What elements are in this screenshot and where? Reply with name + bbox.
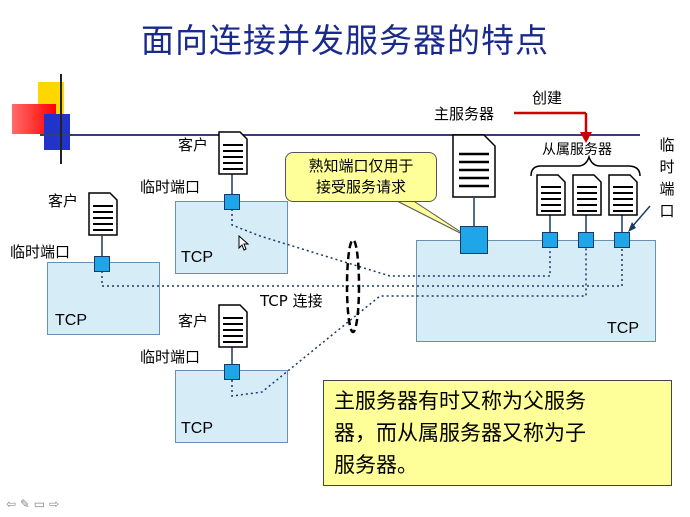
port-slave-1 xyxy=(542,232,558,248)
mouse-cursor-icon xyxy=(238,235,250,251)
create-label: 创建 xyxy=(532,89,563,107)
back-arrow-icon[interactable]: ⇦ xyxy=(6,497,17,511)
callout-line-2: 接受服务请求 xyxy=(315,178,406,196)
note-line-1: 主服务器有时又称为父服务 xyxy=(334,389,586,413)
title-underline xyxy=(40,134,640,136)
port-server-wellknown xyxy=(460,226,488,254)
slave-servers-label: 从属服务器 xyxy=(542,142,612,158)
document-icon xyxy=(572,174,602,216)
client-label-left: 客户 xyxy=(48,192,79,210)
page-title: 面向连接并发服务器的特点 xyxy=(141,21,549,60)
note-line-2: 器，而从属服务器又称为子 xyxy=(334,421,586,445)
client-label-top: 客户 xyxy=(178,136,209,154)
tcp-label-top: TCP xyxy=(181,249,213,266)
port-client-top xyxy=(224,194,240,210)
temp-port-label-vertical: 临 时 端 口 xyxy=(659,136,675,220)
callout-wellknown-port: 熟知端口仅用于 接受服务请求 xyxy=(285,152,437,202)
document-icon xyxy=(452,134,496,198)
tcp-box-server xyxy=(416,240,656,342)
corner-logo xyxy=(8,78,98,158)
logo-vertical-line xyxy=(60,74,62,164)
document-icon xyxy=(218,131,248,175)
pen-icon[interactable]: ✎ xyxy=(19,497,30,511)
tcp-box-client-left xyxy=(47,262,160,335)
document-icon xyxy=(218,304,248,348)
port-slave-3 xyxy=(614,232,630,248)
tcp-label-bottom: TCP xyxy=(181,420,213,437)
document-icon xyxy=(536,174,566,216)
document-icon xyxy=(608,174,638,216)
tcp-connection-label: TCP 连接 xyxy=(260,292,323,310)
note-box: 主服务器有时又称为父服务 器，而从属服务器又称为子 服务器。 xyxy=(323,380,672,486)
forward-arrow-icon[interactable]: ⇨ xyxy=(48,497,60,511)
slide-nav-icons[interactable]: ⇦ ✎ ▭ ⇨ xyxy=(6,497,59,511)
document-icon xyxy=(88,192,118,236)
port-client-bottom xyxy=(224,364,240,380)
menu-icon[interactable]: ▭ xyxy=(33,497,46,511)
temp-port-label-top: 临时端口 xyxy=(140,178,201,196)
client-label-bottom: 客户 xyxy=(178,312,209,330)
port-slave-2 xyxy=(578,232,594,248)
tcp-label-server: TCP xyxy=(607,320,639,337)
callout-line-1: 熟知端口仅用于 xyxy=(308,157,414,175)
temp-port-label-bottom: 临时端口 xyxy=(140,348,201,366)
main-server-label: 主服务器 xyxy=(434,105,495,123)
port-client-left xyxy=(94,256,110,272)
tcp-label-left: TCP xyxy=(55,312,87,329)
temp-port-label-left: 临时端口 xyxy=(10,243,71,261)
note-line-3: 服务器。 xyxy=(334,453,418,477)
